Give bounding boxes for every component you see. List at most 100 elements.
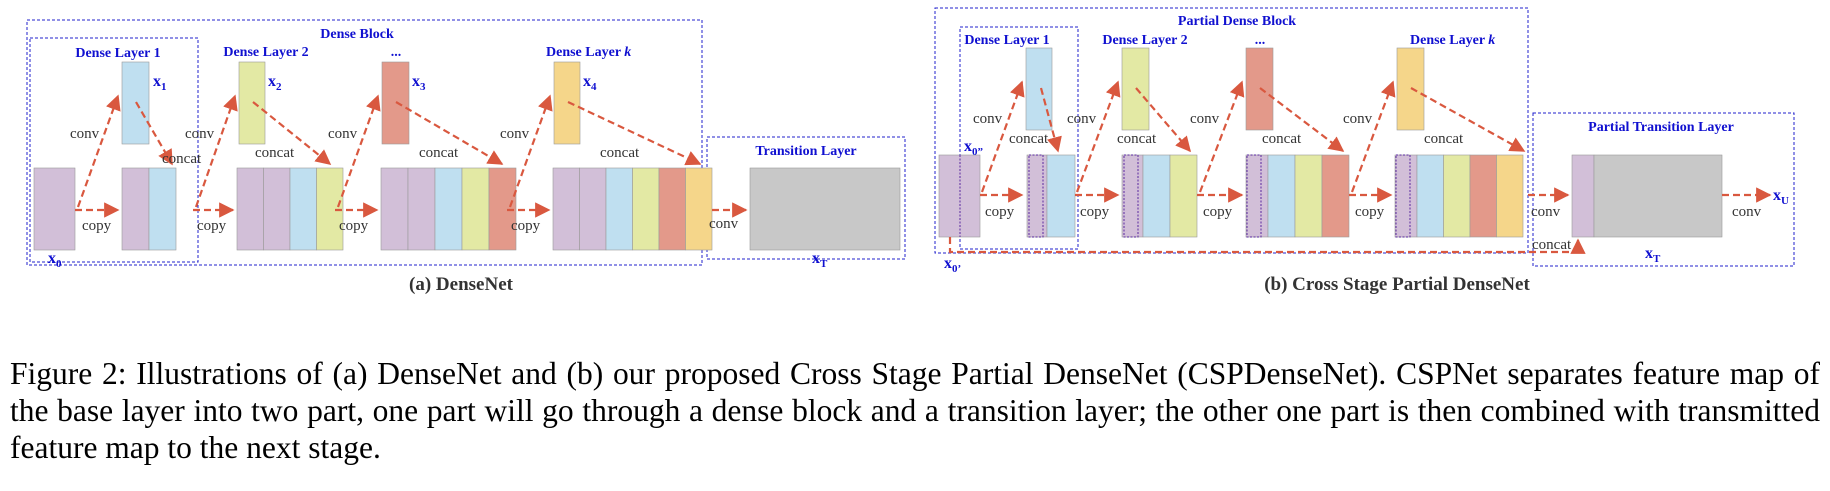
partial-stack-1-seg-1 [1026,154,1048,238]
dense-layer-2-title: Dense Layer 2 [223,45,308,60]
concat-stack-3-seg-3 [434,167,463,251]
conv-label-4: conv [500,126,530,142]
growth-map-4 [553,61,581,145]
concat-stack-4-seg-1 [552,167,580,251]
partial-stack-3-seg-1 [1245,154,1269,238]
partial-concat-label-3: concat [1262,131,1302,147]
concat-stack-4-seg-2 [579,167,607,251]
partial-stack-2-seg-1 [1121,154,1144,238]
conv-label-2: conv [185,126,215,142]
growth-map-3 [381,61,410,145]
concat-arrow-1 [135,101,173,166]
concat-stack-3-seg-1 [380,167,409,251]
partial-concat-arrow-3 [1259,87,1345,152]
var-xU: xU [1773,187,1789,207]
copy-label-1: copy [82,218,112,234]
partial-stack-1-sep [1028,154,1044,238]
partial-stack-2-seg-2 [1169,154,1198,238]
partial-transition-bypass-part [1571,154,1595,238]
partial-dense-layer-k-title: Dense Layer k [1410,33,1495,48]
partial-stack-3-seg-2 [1294,154,1323,238]
var-x1: x1 [153,73,167,93]
partial-conv-arrow-1 [980,80,1025,193]
partial-dense-block-frame [934,7,1529,254]
concat-arrow-4 [567,101,702,166]
partial-concat-label-4: concat [1424,131,1464,147]
concat-stack-2-seg-3 [289,167,317,251]
partial-transition-concat-label: concat [1532,237,1572,253]
var-x4: x4 [583,73,597,93]
partial-transition-output-map [1593,154,1723,238]
partial-copy-label-1: copy [985,204,1015,220]
partial-dense-layer-1-title: Dense Layer 1 [964,33,1049,48]
partial-conv-arrow-2 [1075,80,1121,193]
partial-stack-3-seg-1 [1267,154,1296,238]
conv-arrow-2 [194,94,238,208]
partial-transition-layer-title: Partial Transition Layer [1588,120,1734,135]
cross-stage-bypass-arrow [948,237,1586,254]
concat-stack-2-seg-2 [263,167,291,251]
dense-layer-1-title: Dense Layer 1 [75,46,160,61]
partial-stack-2-seg-1 [1142,154,1171,238]
growth-map-2 [238,61,266,145]
var-x0-prime: x0’ [944,255,961,275]
transition-layer-title: Transition Layer [755,144,856,159]
dense-block-title: Dense Block [320,27,394,42]
copy-label-4: copy [511,218,541,234]
partial-stack-3-sep [1246,154,1262,238]
concat-arrow-3 [395,101,504,165]
conv-arrow-1 [76,94,121,208]
var-x3: x3 [412,73,426,93]
concat-stack-1-seg-2 [148,167,177,251]
concat-stack-3-seg-2 [407,167,436,251]
partial-stack-4-seg-1 [1416,154,1444,238]
partial-transition-layer-frame [1532,112,1795,267]
partial-stack-4-seg-2 [1443,154,1471,238]
caption-a: (a) DenseNet [409,274,514,295]
concat-stack-4-seg-6 [685,167,713,251]
concat-label-2: concat [255,145,295,161]
partial-stack-2-sep [1123,154,1139,238]
copy-label-3: copy [339,218,369,234]
concat-stack-4-seg-4 [632,167,660,251]
partial-dense-layer-2-title: Dense Layer 2 [1102,33,1187,48]
partial-copy-label-4: copy [1355,204,1385,220]
partial-conv-label-2: conv [1067,111,1097,127]
copy-label-2: copy [197,218,227,234]
partial-stack-4-sep [1395,154,1411,238]
partial-stack-1-seg-2 [1046,154,1076,238]
concat-stack-3-seg-4 [461,167,490,251]
partial-stack-4-seg-4 [1496,154,1524,238]
partial-conv-label-1: conv [973,111,1003,127]
partial-dense-block-title: Partial Dense Block [1178,14,1296,29]
partial-copy-label-2: copy [1080,204,1110,220]
conv-arrow-3 [336,94,381,208]
partial-stack-3-seg-3 [1321,154,1350,238]
base-feature-map [33,167,76,251]
concat-stack-4-seg-5 [658,167,686,251]
partial-copy-label-3: copy [1203,204,1233,220]
partial-transition-conv-label-out: conv [1732,204,1762,220]
var-x2: x2 [268,73,282,93]
dense-layer-1-frame [29,37,199,263]
concat-stack-2-seg-1 [236,167,264,251]
partial-stack-4-seg-1 [1394,154,1418,238]
transition-conv-label: conv [709,216,739,232]
concat-stack-1-seg-1 [121,167,150,251]
concat-label-1: concat [162,151,202,167]
var-xT-b: xT [1645,245,1661,265]
caption-b: (b) Cross Stage Partial DenseNet [1264,274,1530,295]
partial-conv-arrow-4 [1350,80,1396,193]
partial-concat-label-1: concat [1009,131,1049,147]
concat-stack-4-seg-3 [605,167,633,251]
conv-label-3: conv [328,126,358,142]
conv-label-1: conv [70,126,100,142]
dense-layer-ellipsis: ... [391,45,402,60]
partial-stack-4-seg-3 [1469,154,1497,238]
concat-label-3: concat [419,145,459,161]
partial-transition-conv-label-in: conv [1531,204,1561,220]
partial-concat-arrow-2 [1135,87,1192,153]
partial-dense-layer-ellipsis: ... [1255,33,1266,48]
partial-growth-map-1 [1025,47,1053,131]
